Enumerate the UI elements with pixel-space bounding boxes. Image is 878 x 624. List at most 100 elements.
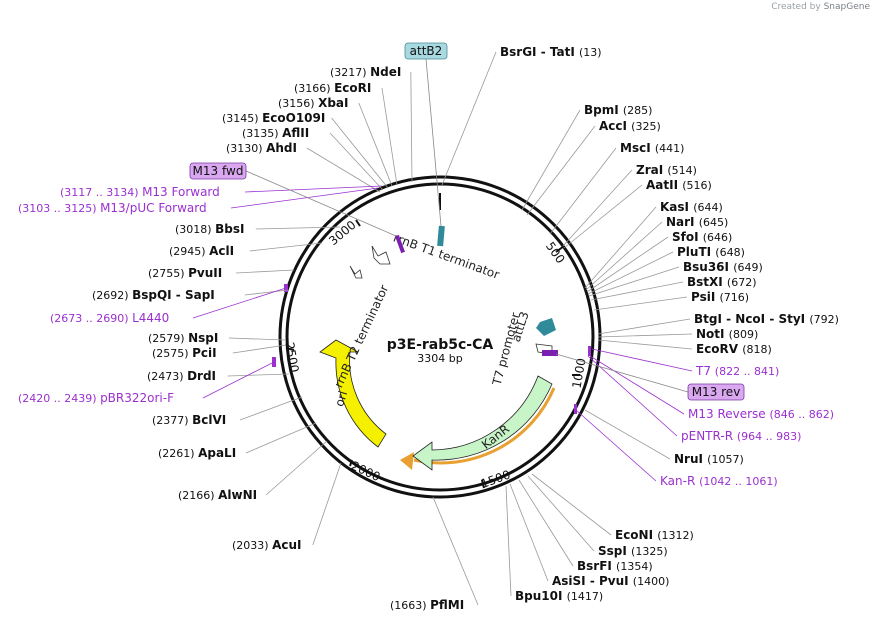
site-leader: [331, 117, 389, 189]
site-position: (2033): [232, 539, 272, 552]
site-name: SspI: [598, 544, 631, 558]
primer-part: M13/pUC Forward: [100, 201, 207, 215]
site-label: Bpu10I (1417): [515, 589, 603, 603]
kanr-outline: [413, 387, 556, 465]
primer-marker-attb2: [437, 225, 445, 247]
site-name: NarI: [666, 215, 699, 229]
site-position: (2261): [158, 447, 198, 460]
site-position: (1400): [633, 575, 670, 588]
ring-tick: [355, 219, 361, 227]
site-position: (3135): [242, 127, 282, 140]
site-leader: [549, 147, 617, 235]
primer-part: (822 .. 841): [715, 365, 780, 378]
site-leader: [232, 344, 287, 354]
site-position: (13): [579, 46, 602, 59]
site-name: Bsu36I: [683, 260, 733, 274]
site-label: PluTI (648): [677, 245, 745, 259]
attb2-label: attB2: [410, 44, 443, 58]
snapgene-credit: Created by SnapGene: [771, 2, 870, 12]
primer-marker-m13fwd: [395, 234, 405, 254]
site-leader: [562, 169, 633, 247]
primer-part: pBR322ori-F: [100, 391, 174, 405]
primer-part: (3103 .. 3125): [18, 202, 100, 215]
site-leader: [410, 71, 413, 183]
site-leader: [432, 496, 479, 606]
site-position: (1325): [631, 545, 668, 558]
credit-prefix: Created by: [771, 2, 821, 12]
site-name: KasI: [660, 200, 693, 214]
site-label: (3135) AflII: [242, 126, 309, 140]
site-position: (672): [727, 276, 757, 289]
site-leader: [587, 251, 674, 295]
site-position: (3166): [294, 82, 334, 95]
ring-tick: [555, 245, 565, 253]
site-labels: BsrGI - TatI (13)BpmI (285)AccI (325)Msc…: [18, 45, 839, 612]
site-leader: [586, 236, 669, 293]
site-position: (3018): [175, 223, 215, 236]
site-leader: [590, 281, 684, 301]
site-label: (2692) BspQI - SapI: [92, 288, 215, 302]
site-leader: [312, 462, 342, 546]
site-name: NdeI: [370, 65, 401, 79]
site-label: AccI (325): [599, 119, 661, 133]
rrnb-t1-arrow: [371, 245, 391, 265]
site-name: AclI: [209, 244, 234, 258]
primer-marker-m13rev: [542, 350, 558, 356]
site-name: NotI: [696, 327, 729, 341]
site-name: EcoNI: [615, 528, 657, 542]
plasmid-size: 3304 bp: [417, 352, 462, 365]
site-position: (2579): [148, 332, 188, 345]
site-position: (2945): [169, 245, 209, 258]
primer-label: (2420 .. 2439) pBR322ori-F: [18, 391, 174, 405]
site-name: BspQI - SapI: [132, 288, 215, 302]
site-position: (2473): [147, 370, 187, 383]
site-leader: [597, 339, 693, 350]
site-position: (646): [703, 231, 733, 244]
primer-label: pENTR-R (964 .. 983): [681, 429, 801, 443]
site-label: NruI (1057): [674, 452, 744, 466]
site-label: EcoNI (1312): [615, 528, 694, 542]
tick-label: 3000: [326, 218, 358, 248]
site-position: (716): [719, 291, 749, 304]
primer-part: (1042 .. 1061): [699, 475, 778, 488]
site-leader: [441, 51, 497, 186]
primer-leader: [244, 185, 383, 193]
m13rev-label: M13 rev: [692, 385, 741, 399]
site-position: (1417): [567, 590, 604, 603]
site-position: (1312): [657, 529, 694, 542]
primer-leader: [589, 355, 685, 415]
site-label: (3217) NdeI: [330, 65, 401, 79]
site-position: (3156): [278, 97, 318, 110]
ori-feature: [319, 339, 387, 448]
primer-label: (2673 .. 2690) L4440: [50, 311, 169, 325]
rrnb-t1-label: rrnB T1 terminator: [392, 231, 502, 282]
site-label: (2945) AclI: [169, 244, 234, 258]
ori-label: ori: [332, 389, 350, 408]
site-position: (2575): [152, 347, 192, 360]
site-label: (2377) BclVI: [152, 413, 226, 427]
site-label: KasI (644): [660, 200, 723, 214]
site-name: PsiI: [691, 290, 719, 304]
site-name: EcoRI: [334, 81, 371, 95]
attb2-box: attB2: [404, 42, 448, 60]
site-name: SfoI: [672, 230, 703, 244]
site-position: (818): [742, 343, 772, 356]
ring-tick: [285, 347, 295, 351]
t7-promoter-label: T7 promoter: [489, 311, 522, 388]
primer-part: (3117 .. 3134): [60, 186, 142, 199]
site-leader: [255, 226, 341, 230]
rrnb-t2-label: rrnB T2 terminator: [331, 283, 391, 390]
site-leader: [329, 132, 384, 191]
site-label: MscI (441): [620, 141, 684, 155]
site-leader: [227, 373, 290, 377]
site-name: XbaI: [318, 96, 348, 110]
m13fwd-leader: [245, 170, 397, 237]
site-leader: [239, 396, 303, 421]
kanr-feature: [412, 375, 553, 471]
site-position: (3130): [226, 142, 266, 155]
site-label: (3145) EcoO109I: [222, 111, 325, 125]
site-name: PvuII: [188, 266, 222, 280]
site-leader: [381, 87, 398, 186]
attb2-leader: [425, 58, 442, 227]
site-leader: [235, 269, 295, 274]
